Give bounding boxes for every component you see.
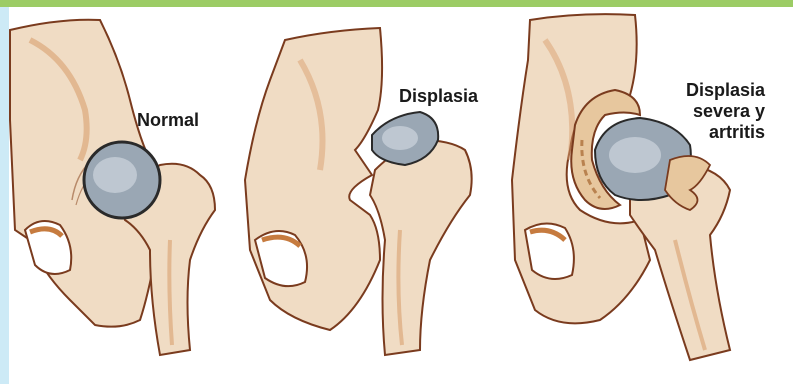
dysplasia-femur xyxy=(370,140,472,355)
dysplasia-hip-joint xyxy=(245,28,472,355)
label-severe-dysplasia-arthritis: Displasia severa y artritis xyxy=(686,80,765,143)
normal-hip-joint xyxy=(10,20,215,355)
label-severe-line-2: severa y xyxy=(686,101,765,122)
label-dysplasia: Displasia xyxy=(399,86,478,107)
dysplasia-pelvis xyxy=(245,28,382,330)
severe-dysplasia-hip-joint xyxy=(512,14,730,360)
label-normal: Normal xyxy=(137,110,199,131)
label-severe-line-3: artritis xyxy=(686,122,765,143)
label-severe-line-1: Displasia xyxy=(686,80,765,101)
